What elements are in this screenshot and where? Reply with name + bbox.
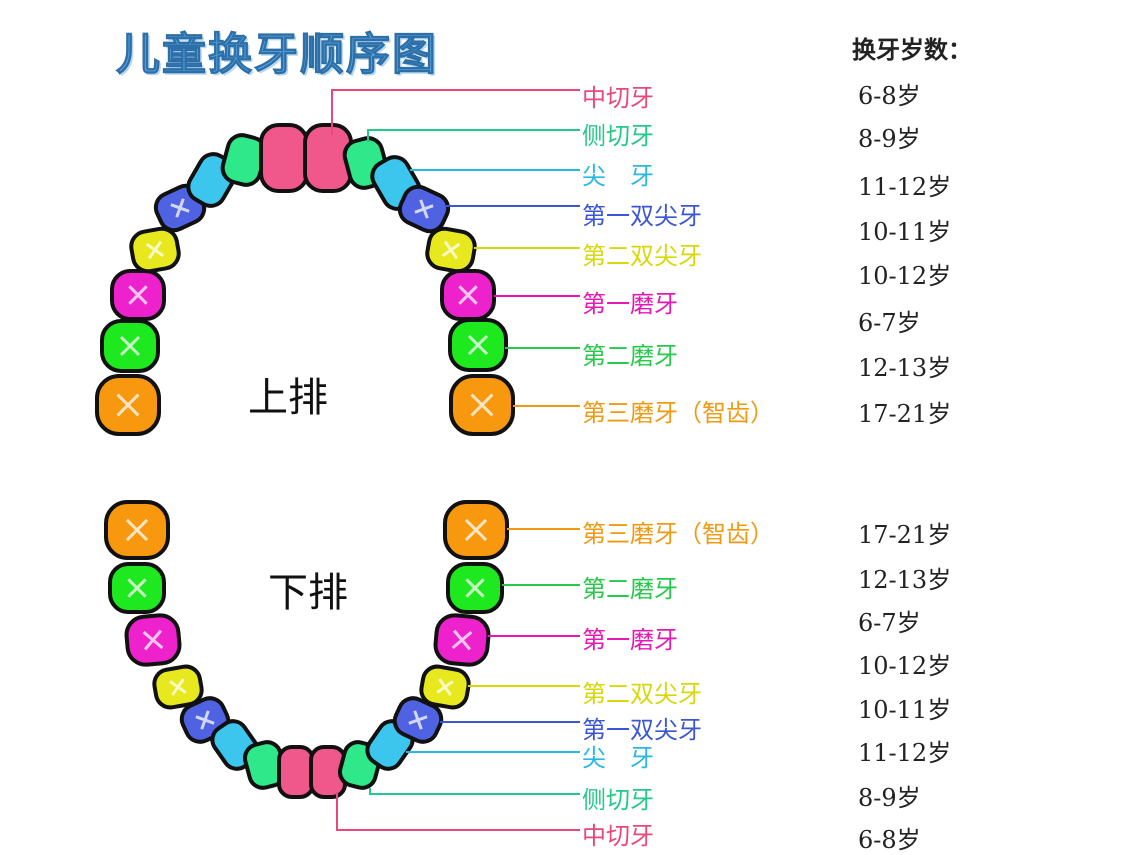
first-molar-tooth: [433, 613, 491, 667]
upper-age-second-molar: 12-13岁: [858, 354, 952, 382]
lower-age-canine: 11-12岁: [858, 739, 952, 767]
lower-age-first-premolar: 10-11岁: [858, 696, 952, 724]
lower-jaw-label: 下排: [268, 570, 348, 616]
lower-age-second-molar: 12-13岁: [858, 566, 952, 594]
first-premolar-tooth: [397, 184, 451, 234]
upper-label-first-premolar: 第一双尖牙: [582, 202, 702, 230]
upper-label-central-incisor: 中切牙: [582, 84, 654, 112]
first-molar-tooth: [440, 269, 496, 321]
second-molar-tooth: [446, 562, 504, 614]
first-molar-tooth: [124, 613, 182, 667]
second-premolar-tooth: [419, 664, 471, 710]
upper-jaw-label: 上排: [248, 375, 328, 421]
first-premolar-tooth: [392, 696, 444, 744]
upper-age-central-incisor: 6-8岁: [858, 82, 921, 110]
upper-leader-central-incisor: [331, 89, 580, 135]
upper-age-second-premolar: 10-12岁: [858, 262, 952, 290]
second-molar-tooth: [108, 562, 166, 614]
lower-age-second-premolar: 10-12岁: [858, 652, 952, 680]
age-column-header: 换牙岁数：: [852, 36, 972, 64]
upper-label-second-premolar: 第二双尖牙: [582, 242, 702, 270]
first-molar-tooth: [110, 269, 166, 321]
upper-age-lateral-incisor: 8-9岁: [858, 125, 921, 153]
upper-label-lateral-incisor: 侧切牙: [582, 122, 654, 150]
lower-age-lateral-incisor: 8-9岁: [858, 784, 921, 812]
lower-label-lateral-incisor: 侧切牙: [582, 786, 654, 814]
lower-age-first-molar: 6-7岁: [858, 609, 921, 637]
lower-age-third-molar: 17-21岁: [858, 521, 952, 549]
upper-age-canine: 11-12岁: [858, 173, 952, 201]
upper-label-canine: 尖 牙: [582, 162, 654, 190]
second-molar-tooth: [448, 318, 508, 372]
third-molar-tooth: [104, 500, 170, 560]
chart-title: 儿童换牙顺序图: [116, 29, 438, 81]
lower-label-first-molar: 第一磨牙: [582, 626, 678, 654]
lower-label-third-molar: 第三磨牙（智齿）: [582, 520, 774, 548]
second-premolar-tooth: [129, 226, 181, 274]
lower-label-first-premolar: 第一双尖牙: [582, 716, 702, 744]
lower-label-second-premolar: 第二双尖牙: [582, 680, 702, 708]
second-premolar-tooth: [425, 226, 477, 274]
central-incisor-tooth: [277, 745, 315, 799]
second-premolar-tooth: [152, 664, 204, 710]
upper-label-second-molar: 第二磨牙: [582, 342, 678, 370]
upper-age-first-molar: 6-7岁: [858, 309, 921, 337]
lower-label-central-incisor: 中切牙: [582, 822, 654, 850]
lower-label-second-molar: 第二磨牙: [582, 575, 678, 603]
upper-leader-lateral-incisor: [367, 129, 580, 142]
lower-label-canine: 尖 牙: [582, 744, 654, 772]
third-molar-tooth: [95, 374, 161, 436]
upper-label-first-molar: 第一磨牙: [582, 290, 678, 318]
lower-leader-central-incisor: [336, 792, 580, 831]
lower-age-central-incisor: 6-8岁: [858, 826, 921, 854]
second-molar-tooth: [100, 319, 160, 373]
upper-age-first-premolar: 10-11岁: [858, 218, 952, 246]
lower-leader-lateral-incisor: [369, 788, 580, 795]
third-molar-tooth: [443, 500, 509, 560]
central-incisor-tooth: [259, 123, 309, 193]
third-molar-tooth: [449, 374, 515, 436]
upper-age-third-molar: 17-21岁: [858, 400, 952, 428]
upper-label-third-molar: 第三磨牙（智齿）: [582, 399, 774, 427]
